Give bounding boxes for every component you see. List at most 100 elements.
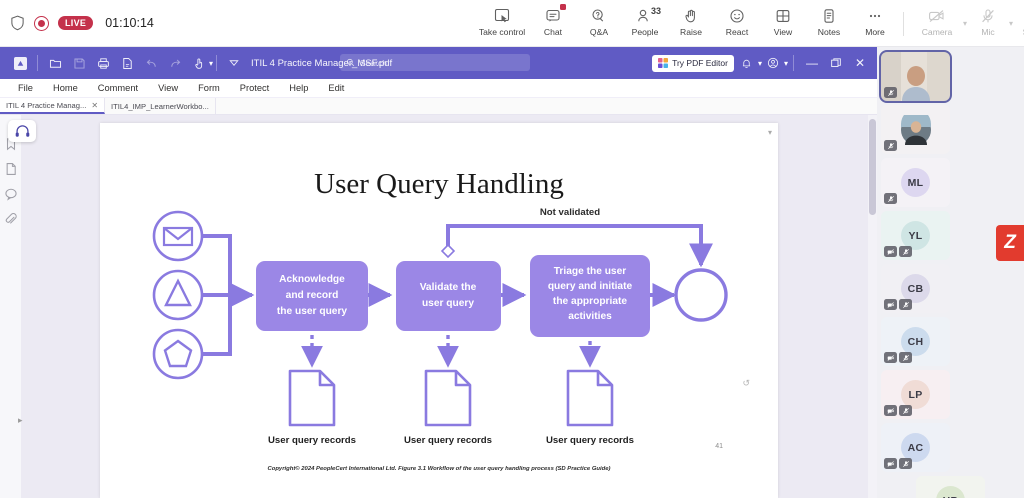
pdf-window-right-controls: Try PDF Editor ▾ ▾ — ✕: [652, 47, 871, 79]
share-button[interactable]: Share: [1011, 0, 1024, 37]
notes-button[interactable]: Notes: [806, 0, 852, 37]
take-control-icon: [494, 5, 511, 26]
page-scroll-indicator: ▾: [767, 128, 772, 137]
menu-edit[interactable]: Edit: [328, 83, 345, 93]
shield-icon[interactable]: [10, 15, 25, 31]
validate-line-1: Validate the: [420, 282, 477, 293]
undo-icon[interactable]: [141, 53, 161, 73]
thumbnail-page-icon[interactable]: [4, 162, 18, 176]
chat-icon: [545, 5, 561, 26]
print-icon[interactable]: [93, 53, 113, 73]
participant-tile-lp[interactable]: LP: [881, 370, 950, 419]
menu-view[interactable]: View: [158, 83, 179, 93]
pdf-search-placeholder: Search: [360, 57, 387, 68]
touch-mode-chevron-down-icon[interactable]: ▾: [209, 58, 214, 68]
document-tab-1[interactable]: ITIL 4 Practice Manag... ✕: [0, 98, 106, 114]
panel-collapse-arrow[interactable]: ▸: [18, 415, 23, 425]
raise-hand-icon: [683, 5, 699, 26]
react-label: React: [725, 27, 749, 37]
menu-help[interactable]: Help: [289, 83, 309, 93]
menu-file[interactable]: File: [18, 83, 33, 93]
record-icon[interactable]: [34, 15, 49, 31]
triangle-icon: [164, 278, 192, 307]
mic-off-icon: [899, 352, 912, 363]
participant-tile-ml[interactable]: ML: [881, 158, 950, 207]
try-pdf-editor-button[interactable]: Try PDF Editor: [652, 54, 734, 72]
account-chevron-down-icon[interactable]: ▾: [783, 58, 788, 68]
meeting-actions: Take control Chat: [474, 0, 1024, 47]
open-folder-icon[interactable]: [45, 53, 65, 73]
minimize-button[interactable]: —: [806, 56, 818, 70]
participant-tile-photo[interactable]: [881, 105, 950, 154]
restore-button[interactable]: [825, 51, 847, 75]
take-control-button[interactable]: Take control: [474, 0, 530, 37]
file-dropdown-chevron-down-icon[interactable]: [224, 53, 244, 73]
pdf-scrollbar-thumb[interactable]: [869, 119, 876, 215]
participant-tile-ac[interactable]: AC: [881, 423, 950, 472]
raise-hand-button[interactable]: Raise: [668, 0, 714, 37]
redo-icon[interactable]: [165, 53, 185, 73]
pdf-scrollbar[interactable]: [868, 115, 877, 498]
participant-tile-ch[interactable]: CH: [881, 317, 950, 366]
more-button[interactable]: More: [852, 0, 898, 37]
react-button[interactable]: React: [714, 0, 760, 37]
qa-button[interactable]: Q&A: [576, 0, 622, 37]
mic-off-icon: [899, 458, 912, 469]
account-icon[interactable]: [762, 51, 784, 75]
mic-button[interactable]: Mic: [965, 0, 1011, 37]
headset-read-aloud-icon[interactable]: [8, 120, 36, 142]
attachment-icon[interactable]: [4, 212, 18, 226]
camera-off-icon: [884, 246, 897, 257]
pdf-filename: ITIL 4 Practice Manager_MSF.pdf: [251, 57, 393, 69]
tile-badges: [884, 299, 912, 310]
pdf-editor-icon: [658, 58, 669, 68]
menu-comment[interactable]: Comment: [97, 83, 139, 93]
participant-tile-hb[interactable]: HB: [916, 476, 985, 498]
chat-unread-badge: [560, 4, 566, 10]
menu-form[interactable]: Form: [198, 83, 220, 93]
close-button[interactable]: ✕: [854, 56, 866, 70]
pdf-app-icon[interactable]: [10, 53, 30, 73]
close-icon[interactable]: ✕: [91, 100, 99, 110]
mic-chevron-down-icon[interactable]: ▾: [1009, 19, 1014, 28]
people-count: 33: [650, 6, 661, 16]
participant-tile-presenter[interactable]: [879, 50, 952, 103]
save-icon[interactable]: [69, 53, 89, 73]
comment-icon[interactable]: [4, 187, 18, 201]
participant-tile-yl[interactable]: YL: [881, 211, 950, 260]
menu-protect[interactable]: Protect: [239, 83, 270, 93]
meeting-timer: 01:10:14: [105, 16, 154, 30]
zoom-overlay-logo[interactable]: Z: [996, 225, 1024, 261]
bell-icon[interactable]: [736, 51, 758, 75]
people-label: People: [631, 27, 659, 37]
view-button[interactable]: View: [760, 0, 806, 37]
pdf-page-canvas[interactable]: User Query Handling: [100, 123, 778, 498]
start-node-email: [152, 210, 204, 262]
qa-label: Q&A: [589, 27, 609, 37]
pdf-body: ▸ User Query Handling: [0, 115, 877, 498]
people-button[interactable]: 33 People: [622, 0, 668, 37]
workflow-diagram: Acknowledge and record the user query Va…: [152, 207, 728, 446]
pdf-search-input[interactable]: Search: [340, 54, 530, 71]
participant-tile-cb[interactable]: CB: [881, 264, 950, 313]
camera-button[interactable]: Camera: [909, 0, 965, 37]
mic-off-icon: [884, 140, 897, 151]
export-icon[interactable]: [117, 53, 137, 73]
document-tab-2-label: ITIL4_IMP_LearnerWorkbo...: [111, 101, 209, 111]
document-tab-2[interactable]: ITIL4_IMP_LearnerWorkbo...: [105, 98, 216, 114]
triage-line-1: Triage the user: [554, 266, 627, 277]
bell-chevron-down-icon[interactable]: ▾: [757, 58, 762, 68]
process-node-validate: Validate the user query: [396, 261, 501, 331]
camera-label: Camera: [921, 27, 953, 37]
camera-off-icon: [928, 5, 946, 26]
envelope-icon: [162, 226, 194, 247]
chat-button[interactable]: Chat: [530, 0, 576, 37]
tile-badges: [884, 140, 897, 151]
camera-chevron-down-icon[interactable]: ▾: [963, 19, 968, 28]
tile-badges: [884, 87, 897, 98]
camera-off-icon: [884, 352, 897, 363]
menu-home[interactable]: Home: [52, 83, 78, 93]
notes-label: Notes: [817, 27, 841, 37]
touch-mode-icon[interactable]: [189, 53, 209, 73]
mic-off-icon: [980, 5, 996, 26]
